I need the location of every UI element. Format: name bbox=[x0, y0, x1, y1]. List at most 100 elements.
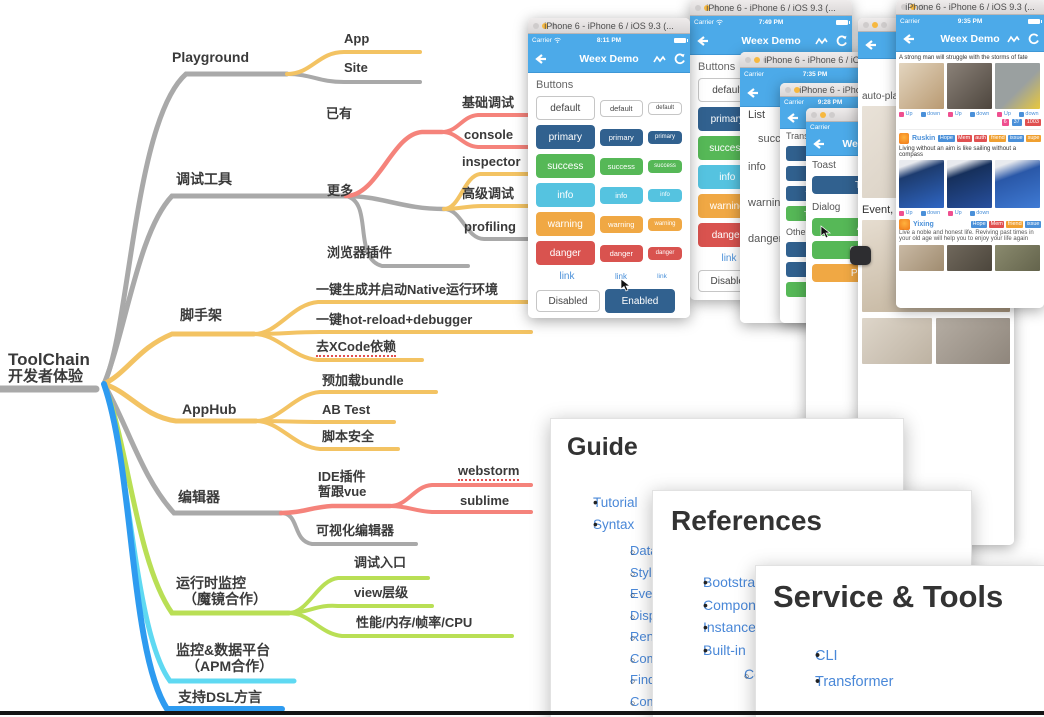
node-console[interactable]: console bbox=[464, 127, 514, 142]
user-row[interactable]: Ruskin Hope Mem auth friend issue supe bbox=[899, 133, 1041, 144]
node-scaffold-hotreload[interactable]: 一键hot-reload+debugger bbox=[316, 312, 473, 327]
node-debug-tools[interactable]: 调试工具 bbox=[176, 171, 232, 187]
node-scaffold-xcode[interactable]: 去XCode依赖 bbox=[316, 339, 397, 357]
guide-link-tutorial[interactable]: Tutorial bbox=[579, 492, 903, 514]
guide-link-syntax[interactable]: Syntax bbox=[579, 514, 903, 536]
traffic-light-buttons[interactable] bbox=[863, 21, 887, 28]
info-button[interactable]: info bbox=[536, 183, 595, 207]
warning-button[interactable]: warning bbox=[536, 212, 595, 236]
node-webstorm[interactable]: webstorm bbox=[458, 463, 520, 481]
success-button[interactable]: success bbox=[599, 157, 643, 175]
photo-thumb[interactable] bbox=[862, 318, 932, 364]
window-titlebar[interactable]: iPhone 6 - iPhone 6 / iOS bbox=[740, 52, 890, 68]
photo-ring[interactable] bbox=[947, 63, 992, 109]
back-icon[interactable] bbox=[864, 39, 877, 51]
back-icon[interactable] bbox=[534, 53, 547, 65]
warning-button[interactable]: warning bbox=[648, 217, 682, 231]
node-ab-test[interactable]: AB Test bbox=[322, 402, 371, 417]
photo-shoes[interactable] bbox=[947, 245, 992, 271]
success-button[interactable]: success bbox=[648, 159, 682, 173]
guide-sublink[interactable]: Displ bbox=[615, 605, 903, 627]
traffic-light-buttons[interactable] bbox=[533, 22, 557, 29]
node-app[interactable]: App bbox=[344, 31, 370, 46]
traffic-light-buttons[interactable] bbox=[745, 56, 769, 63]
photo-jacket[interactable] bbox=[899, 160, 944, 208]
node-runtime-monitor[interactable]: 运行时监控 （魔镜合作） bbox=[176, 575, 267, 607]
window-titlebar[interactable]: iPhone 6 - iPho bbox=[780, 83, 880, 97]
down-tag[interactable]: down bbox=[920, 210, 940, 216]
down-tag[interactable]: down bbox=[969, 111, 989, 117]
primary-button[interactable]: primary bbox=[648, 130, 682, 144]
weex-logo-icon[interactable] bbox=[653, 54, 666, 64]
node-root[interactable]: ToolChain 开发者体验 bbox=[8, 350, 90, 386]
back-icon[interactable] bbox=[746, 87, 759, 99]
topic-chip[interactable]: friend bbox=[989, 135, 1007, 142]
traffic-light-buttons[interactable] bbox=[785, 86, 809, 93]
node-basic-debug[interactable]: 基础调试 bbox=[462, 95, 515, 110]
service-link-cli[interactable]: CLI bbox=[800, 643, 1044, 669]
topic-chip[interactable]: issue bbox=[1025, 221, 1041, 228]
up-tag[interactable]: Up bbox=[948, 210, 962, 216]
service-link-transformer[interactable]: Transformer bbox=[800, 669, 1044, 695]
node-sublime[interactable]: sublime bbox=[460, 493, 510, 508]
primary-button[interactable]: primary bbox=[536, 125, 595, 149]
danger-button[interactable]: danger bbox=[648, 246, 682, 260]
up-tag[interactable]: Up bbox=[899, 210, 913, 216]
back-icon[interactable] bbox=[812, 138, 825, 150]
node-view-hierarchy[interactable]: view层级 bbox=[354, 585, 409, 600]
topic-chip[interactable]: auth bbox=[973, 135, 988, 142]
list-item[interactable]: danger bbox=[748, 233, 783, 245]
traffic-light-buttons[interactable] bbox=[901, 4, 925, 10]
window-titlebar[interactable]: iPhone 6 - iPhone 6 / iOS 9.3 (... bbox=[690, 0, 852, 16]
node-perf-metrics[interactable]: 性能/内存/帧率/CPU bbox=[356, 615, 473, 630]
references-link[interactable]: Bootstra bbox=[689, 571, 971, 594]
node-profiling[interactable]: profiling bbox=[464, 219, 516, 234]
node-existing[interactable]: 已有 bbox=[326, 106, 353, 121]
user-row[interactable]: Yixing Hope Mem friend issue bbox=[899, 219, 1041, 230]
weex-logo-icon[interactable] bbox=[1007, 34, 1020, 44]
node-ide-plugin[interactable]: IDE插件 暂跟vue bbox=[318, 469, 366, 499]
node-scaffold-native[interactable]: 一键生成并启动Native运行环境 bbox=[316, 282, 499, 297]
node-debug-entry[interactable]: 调试入口 bbox=[354, 555, 407, 570]
window-titlebar[interactable]: iPhone 6 - iPhone 6 / iOS 9.3 (... bbox=[896, 0, 1044, 15]
link-button[interactable]: link bbox=[614, 272, 627, 281]
photo-coat[interactable] bbox=[899, 63, 944, 109]
guide-sublink[interactable]: Style bbox=[615, 562, 903, 584]
danger-button[interactable]: danger bbox=[536, 241, 595, 265]
default-button[interactable]: default bbox=[536, 96, 595, 120]
node-advanced-debug[interactable]: 高级调试 bbox=[462, 186, 515, 201]
topic-chip[interactable]: Hope bbox=[971, 221, 988, 228]
back-icon[interactable] bbox=[786, 112, 799, 124]
default-button[interactable]: default bbox=[599, 99, 643, 117]
back-icon[interactable] bbox=[902, 33, 915, 45]
references-link[interactable]: Built-in bbox=[689, 639, 971, 662]
up-tag[interactable]: Up bbox=[948, 111, 962, 117]
node-scaffold[interactable]: 脚手架 bbox=[180, 307, 222, 323]
up-tag[interactable]: Up bbox=[899, 111, 913, 117]
success-button[interactable]: success bbox=[536, 154, 595, 178]
node-playground[interactable]: Playground bbox=[172, 49, 250, 65]
references-link[interactable]: Instance bbox=[689, 616, 971, 639]
enabled-button[interactable]: Enabled bbox=[605, 289, 675, 313]
down-tag[interactable]: down bbox=[920, 111, 940, 117]
photo-dog[interactable] bbox=[936, 318, 1010, 364]
window-titlebar[interactable]: iPhone 6 - iPhone 6 / iOS 9.3 (... bbox=[528, 18, 690, 34]
refresh-icon[interactable] bbox=[835, 35, 847, 47]
photo-street[interactable] bbox=[995, 63, 1040, 109]
node-preload-bundle[interactable]: 预加载bundle bbox=[322, 373, 404, 388]
node-visual-editor[interactable]: 可视化编辑器 bbox=[316, 523, 395, 538]
guide-sublink[interactable]: Data bbox=[615, 540, 903, 563]
topic-chip[interactable]: issue bbox=[1008, 135, 1025, 142]
primary-button[interactable]: primary bbox=[599, 128, 643, 146]
photo-shoes[interactable] bbox=[995, 245, 1040, 271]
link-button[interactable]: link bbox=[657, 273, 667, 280]
node-script-security[interactable]: 脚本安全 bbox=[322, 429, 375, 444]
info-button[interactable]: info bbox=[599, 186, 643, 204]
disabled-button[interactable]: Disabled bbox=[536, 290, 600, 312]
node-apm-platform[interactable]: 监控&数据平台 （APM合作） bbox=[176, 642, 273, 674]
back-icon[interactable] bbox=[696, 35, 709, 47]
link-button[interactable]: link bbox=[559, 271, 575, 282]
warning-button[interactable]: warning bbox=[599, 215, 643, 233]
down-tag[interactable]: down bbox=[969, 210, 989, 216]
link-button[interactable]: link bbox=[721, 253, 737, 264]
